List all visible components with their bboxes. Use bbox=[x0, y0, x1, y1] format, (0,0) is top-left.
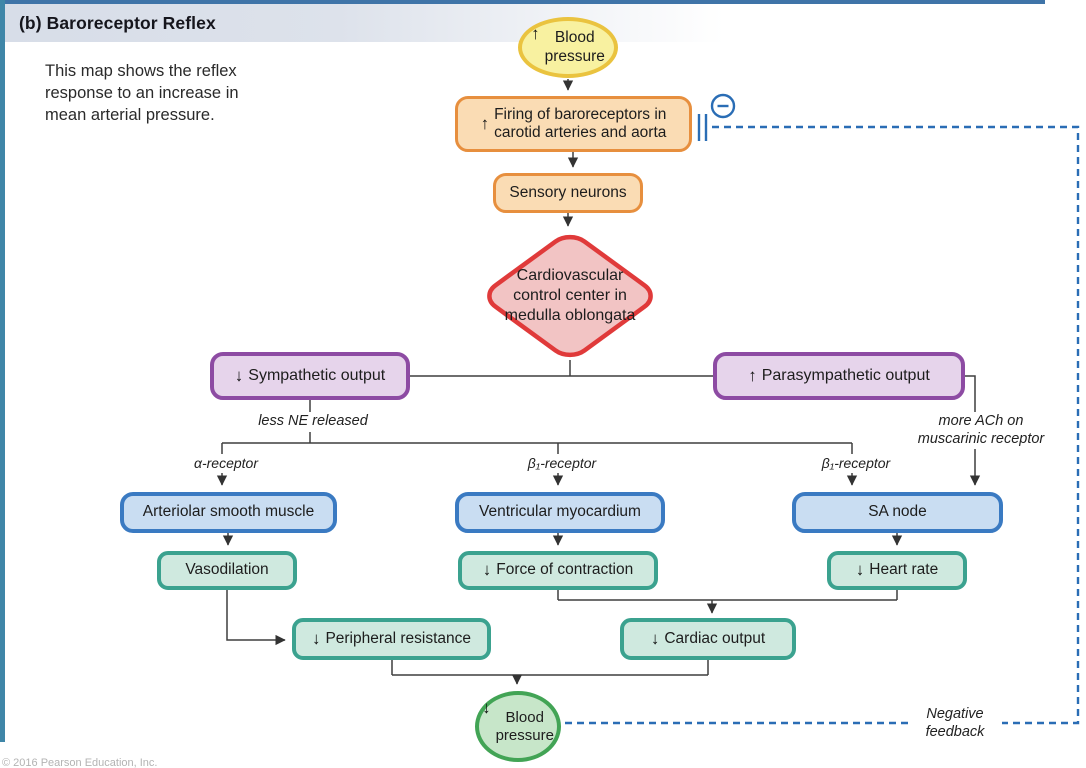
node-blood-pressure-up: ↑Blood pressure bbox=[518, 17, 618, 78]
node-vasodilation: Vasodilation bbox=[157, 551, 297, 590]
node-arteriolar-smooth-muscle: Arteriolar smooth muscle bbox=[120, 492, 337, 533]
figure-description: This map shows the reflex response to an… bbox=[45, 62, 239, 124]
line-force-heart-join bbox=[557, 590, 898, 601]
node-parasympathetic-output: ↑Parasympathetic output bbox=[713, 352, 965, 400]
down-arrow-icon: ↓ bbox=[234, 365, 244, 385]
copyright-text: © 2016 Pearson Education, Inc. bbox=[2, 757, 158, 768]
node-sensory-neurons: Sensory neurons bbox=[493, 173, 643, 213]
node-blood-pressure-down: ↓Blood pressure bbox=[475, 691, 561, 762]
panel-header: (b) Baroreceptor Reflex bbox=[5, 4, 747, 42]
node-baroreceptor-firing: ↑Firing of baroreceptors in carotid arte… bbox=[455, 96, 692, 152]
node-cardiac-output: ↓Cardiac output bbox=[620, 618, 796, 660]
label-beta1-receptor-right: β₁-receptor bbox=[808, 454, 904, 474]
label-less-ne: less NE released bbox=[247, 412, 379, 432]
node-ventricular-myocardium: Ventricular myocardium bbox=[455, 492, 665, 533]
feedback-dashed-right bbox=[712, 125, 1080, 725]
label-negative-feedback: Negative feedback bbox=[908, 705, 1002, 743]
flow-arrows bbox=[216, 79, 981, 685]
panel-left-border bbox=[0, 0, 5, 742]
down-arrow-icon: ↓ bbox=[311, 628, 321, 648]
panel-top-border bbox=[0, 0, 1045, 4]
up-arrow-icon: ↑ bbox=[480, 113, 490, 133]
down-arrow-icon: ↓ bbox=[482, 560, 492, 580]
up-arrow-icon: ↑ bbox=[748, 365, 757, 385]
label-alpha-receptor: α-receptor bbox=[180, 454, 272, 474]
up-arrow-icon: ↑ bbox=[531, 24, 540, 43]
panel-title: (b) Baroreceptor Reflex bbox=[19, 12, 216, 33]
down-arrow-icon: ↓ bbox=[650, 628, 660, 648]
node-cardiovascular-center-text: Cardiovascular control center in medulla… bbox=[504, 267, 636, 324]
node-force-of-contraction: ↓Force of contraction bbox=[458, 551, 658, 590]
node-heart-rate: ↓Heart rate bbox=[827, 551, 967, 590]
line-peripheral-cardiac-join bbox=[391, 660, 709, 676]
arrow-vasodilation-to-peripheral bbox=[226, 590, 286, 646]
node-peripheral-resistance: ↓Peripheral resistance bbox=[292, 618, 491, 660]
cardiovascular-center-diamond bbox=[481, 231, 659, 361]
negative-feedback-loop bbox=[563, 93, 1080, 725]
label-more-ach: more ACh on muscarinic receptor bbox=[905, 412, 1057, 450]
node-sympathetic-output: ↓Sympathetic output bbox=[210, 352, 410, 400]
node-sa-node: SA node bbox=[792, 492, 1003, 533]
down-arrow-icon: ↓ bbox=[482, 698, 491, 717]
down-arrow-icon: ↓ bbox=[855, 560, 865, 580]
label-beta1-receptor-mid: β₁-receptor bbox=[514, 454, 610, 474]
